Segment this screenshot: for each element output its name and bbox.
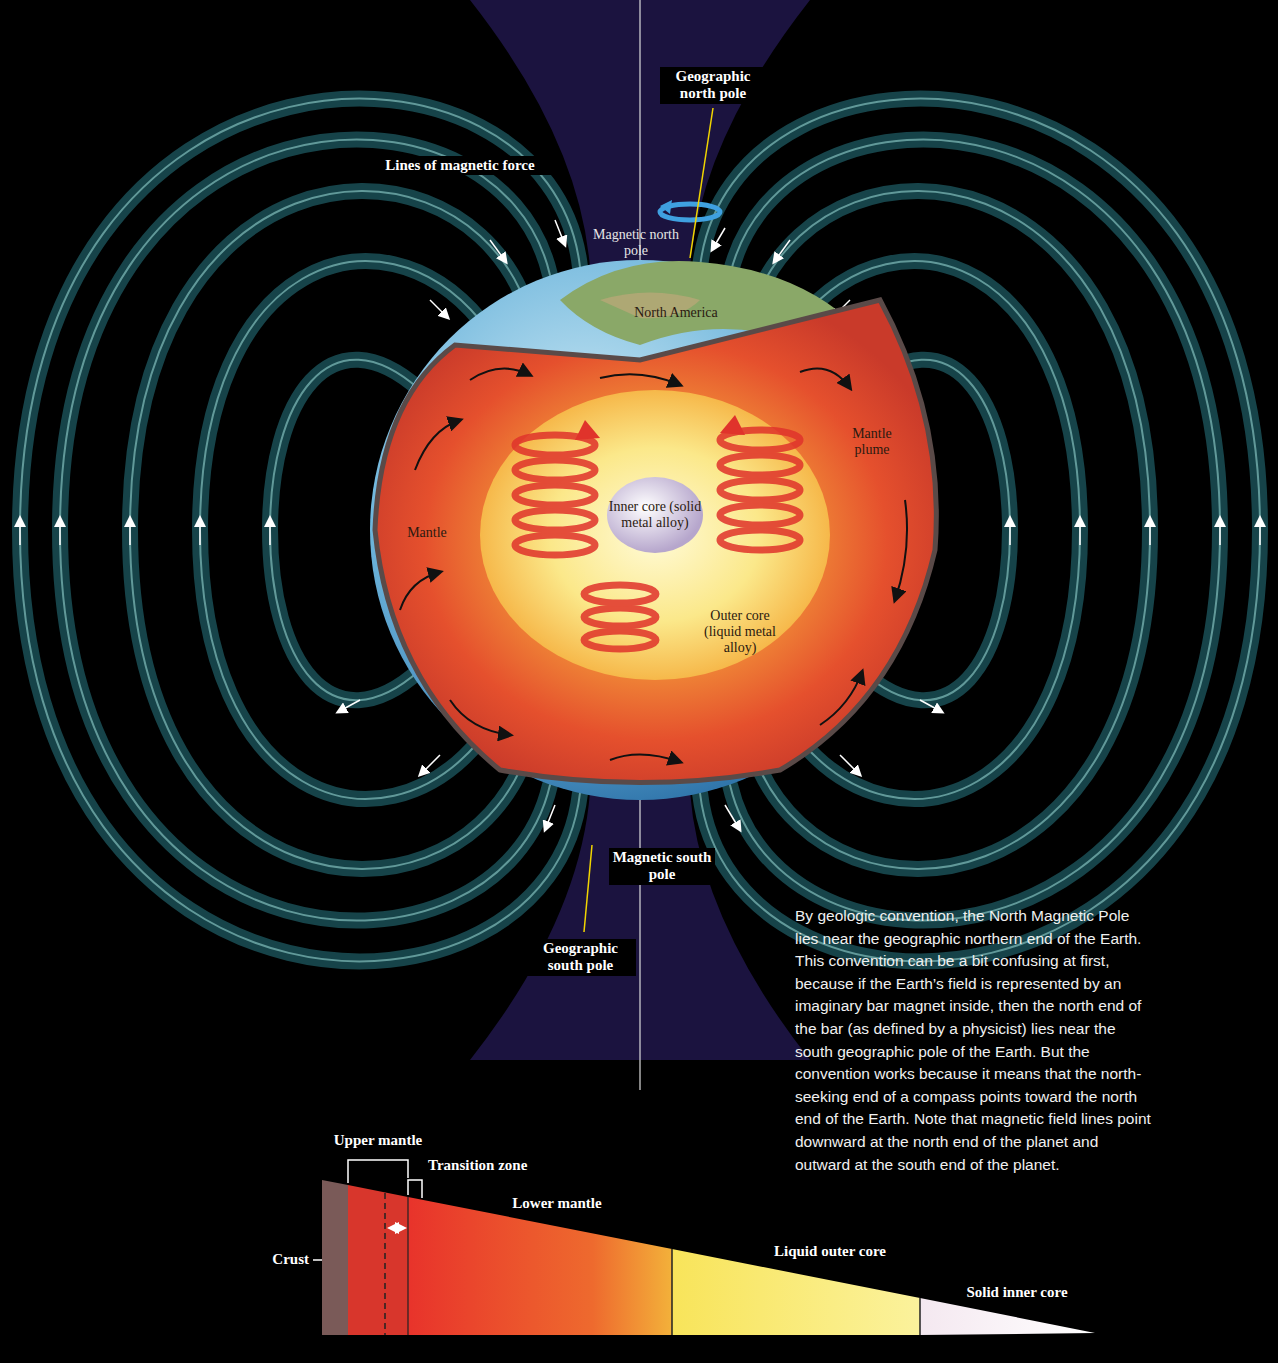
spiral-arrowhead <box>575 420 600 440</box>
spiral-coil <box>515 485 595 505</box>
convection-arrow <box>800 368 850 388</box>
field-arrow <box>725 805 740 830</box>
spiral-arrowhead <box>720 415 745 435</box>
field-arrow <box>1009 518 1011 545</box>
pole-label: Geographic south pole <box>525 939 636 976</box>
field-loop <box>700 99 1260 962</box>
layer-label: Solid inner core <box>942 1284 1092 1301</box>
outer-core-band <box>672 1249 920 1335</box>
convection-arrow <box>610 754 680 762</box>
convection-arrow <box>470 369 530 380</box>
field-loop-bands <box>20 99 1260 962</box>
spiral-coil <box>720 530 800 550</box>
field-arrow <box>920 700 942 712</box>
field-loop <box>200 261 480 799</box>
lower-mantle-band <box>408 1197 672 1335</box>
region-label: North America <box>621 305 731 321</box>
spiral-coil <box>584 631 656 649</box>
crust-band <box>322 1180 348 1335</box>
upper-mantle-bracket <box>348 1160 408 1183</box>
outer-core <box>480 390 830 680</box>
field-arrow <box>774 240 790 262</box>
spiral-coil <box>720 455 800 475</box>
mantle-convection-arrows <box>400 368 907 762</box>
field-arrow <box>1259 518 1261 545</box>
layer-label: Liquid outer core <box>750 1243 910 1260</box>
convection-arrow <box>415 420 460 470</box>
field-arrow <box>420 755 440 775</box>
field-arrow <box>1149 518 1151 545</box>
caption-text: By geologic convention, the North Magnet… <box>795 905 1151 1176</box>
field-arrow <box>555 220 565 245</box>
field-arrow <box>269 518 271 545</box>
layer-label: Inner core (solid metal alloy) <box>596 499 714 531</box>
pole-label: Magnetic north pole <box>593 227 679 259</box>
field-loop <box>200 261 480 799</box>
leader-line <box>584 845 592 932</box>
field-loop <box>700 99 1260 962</box>
pole-label: Magnetic south pole <box>609 848 715 885</box>
field-arrow <box>338 700 360 712</box>
spiral-coil <box>515 460 595 480</box>
leader-line <box>690 108 713 258</box>
zone-arrow <box>390 1227 404 1229</box>
dashed-boundary <box>384 1193 386 1335</box>
field-arrow <box>199 518 201 545</box>
layer-label: Lower mantle <box>492 1195 622 1212</box>
spiral-coil <box>515 510 595 530</box>
convection-arrow <box>820 672 862 725</box>
spiral-coil <box>720 480 800 500</box>
convection-arrow <box>400 572 440 610</box>
field-arrows <box>20 220 1260 830</box>
field-arrow <box>59 518 61 545</box>
convection-arrow <box>450 700 510 735</box>
field-arrow <box>129 518 131 545</box>
inner-core <box>607 477 703 553</box>
field-label: Lines of magnetic force <box>357 156 563 175</box>
layer-label: Transition zone <box>428 1157 568 1174</box>
pole-label: Geographic north pole <box>660 67 766 104</box>
layer-label: Upper mantle <box>313 1132 443 1149</box>
spiral-coil <box>584 608 656 626</box>
layer-wedge <box>313 1160 1095 1335</box>
field-arrow <box>840 755 860 775</box>
field-arrow <box>712 228 725 250</box>
rotation-arrowhead <box>660 200 672 214</box>
zone-arrow <box>390 1227 404 1229</box>
spiral-coil <box>720 505 800 525</box>
band-boundary <box>671 1249 673 1335</box>
upper-mantle-band <box>348 1185 408 1335</box>
field-arrow <box>1219 518 1221 545</box>
field-loop-edges <box>20 99 1260 962</box>
convection-arrow <box>895 500 907 600</box>
layer-label: Mantle plume <box>842 426 902 458</box>
layer-label: Mantle <box>397 525 457 541</box>
field-arrow <box>430 300 448 318</box>
transition-zone-bracket <box>408 1180 422 1198</box>
spiral-coil <box>515 535 595 555</box>
convection-arrow <box>600 374 680 385</box>
band-boundary <box>919 1298 921 1335</box>
field-arrow <box>545 805 555 830</box>
layer-label: Outer core (liquid metal alloy) <box>690 608 790 656</box>
mantle-cross-section <box>375 300 936 783</box>
layer-label: Crust <box>239 1251 309 1268</box>
band-boundary <box>407 1197 408 1335</box>
field-arrow <box>1079 518 1081 545</box>
spiral-coil <box>584 585 656 603</box>
crust-tick <box>313 1259 322 1261</box>
field-lines <box>20 99 1260 962</box>
field-arrow <box>19 518 21 545</box>
field-arrow <box>490 240 506 262</box>
inner-core-band <box>920 1298 1095 1335</box>
